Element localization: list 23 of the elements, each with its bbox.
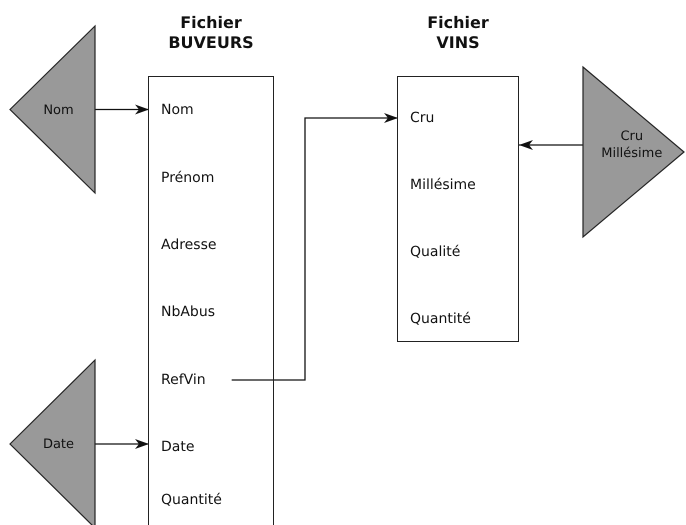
field-name: Date [149,438,194,456]
index-triangle [583,67,684,237]
field-name: Cru [398,109,434,127]
index-label: Date [42,436,74,452]
field-name: Millésime [398,176,476,194]
arrow [95,104,149,114]
file-heading: Fichier VINS [426,13,490,53]
field-name: RefVin [149,371,206,389]
index-triangle [10,360,95,525]
field-name: Quantité [398,310,471,328]
field-name: Qualité [398,243,460,261]
arrow [232,113,398,381]
field-name: Adresse [149,236,216,254]
field-name: NbAbus [149,303,215,321]
index-label: Nom [43,102,74,118]
field-name: Quantité [149,491,222,509]
index-triangle [10,26,95,193]
arrow [95,439,149,449]
arrow [519,140,583,150]
field-name: Prénom [149,169,214,187]
file-heading: Fichier BUVEURS [167,13,255,53]
index-label: Cru Millésime [600,128,664,162]
field-name: Nom [149,101,194,119]
